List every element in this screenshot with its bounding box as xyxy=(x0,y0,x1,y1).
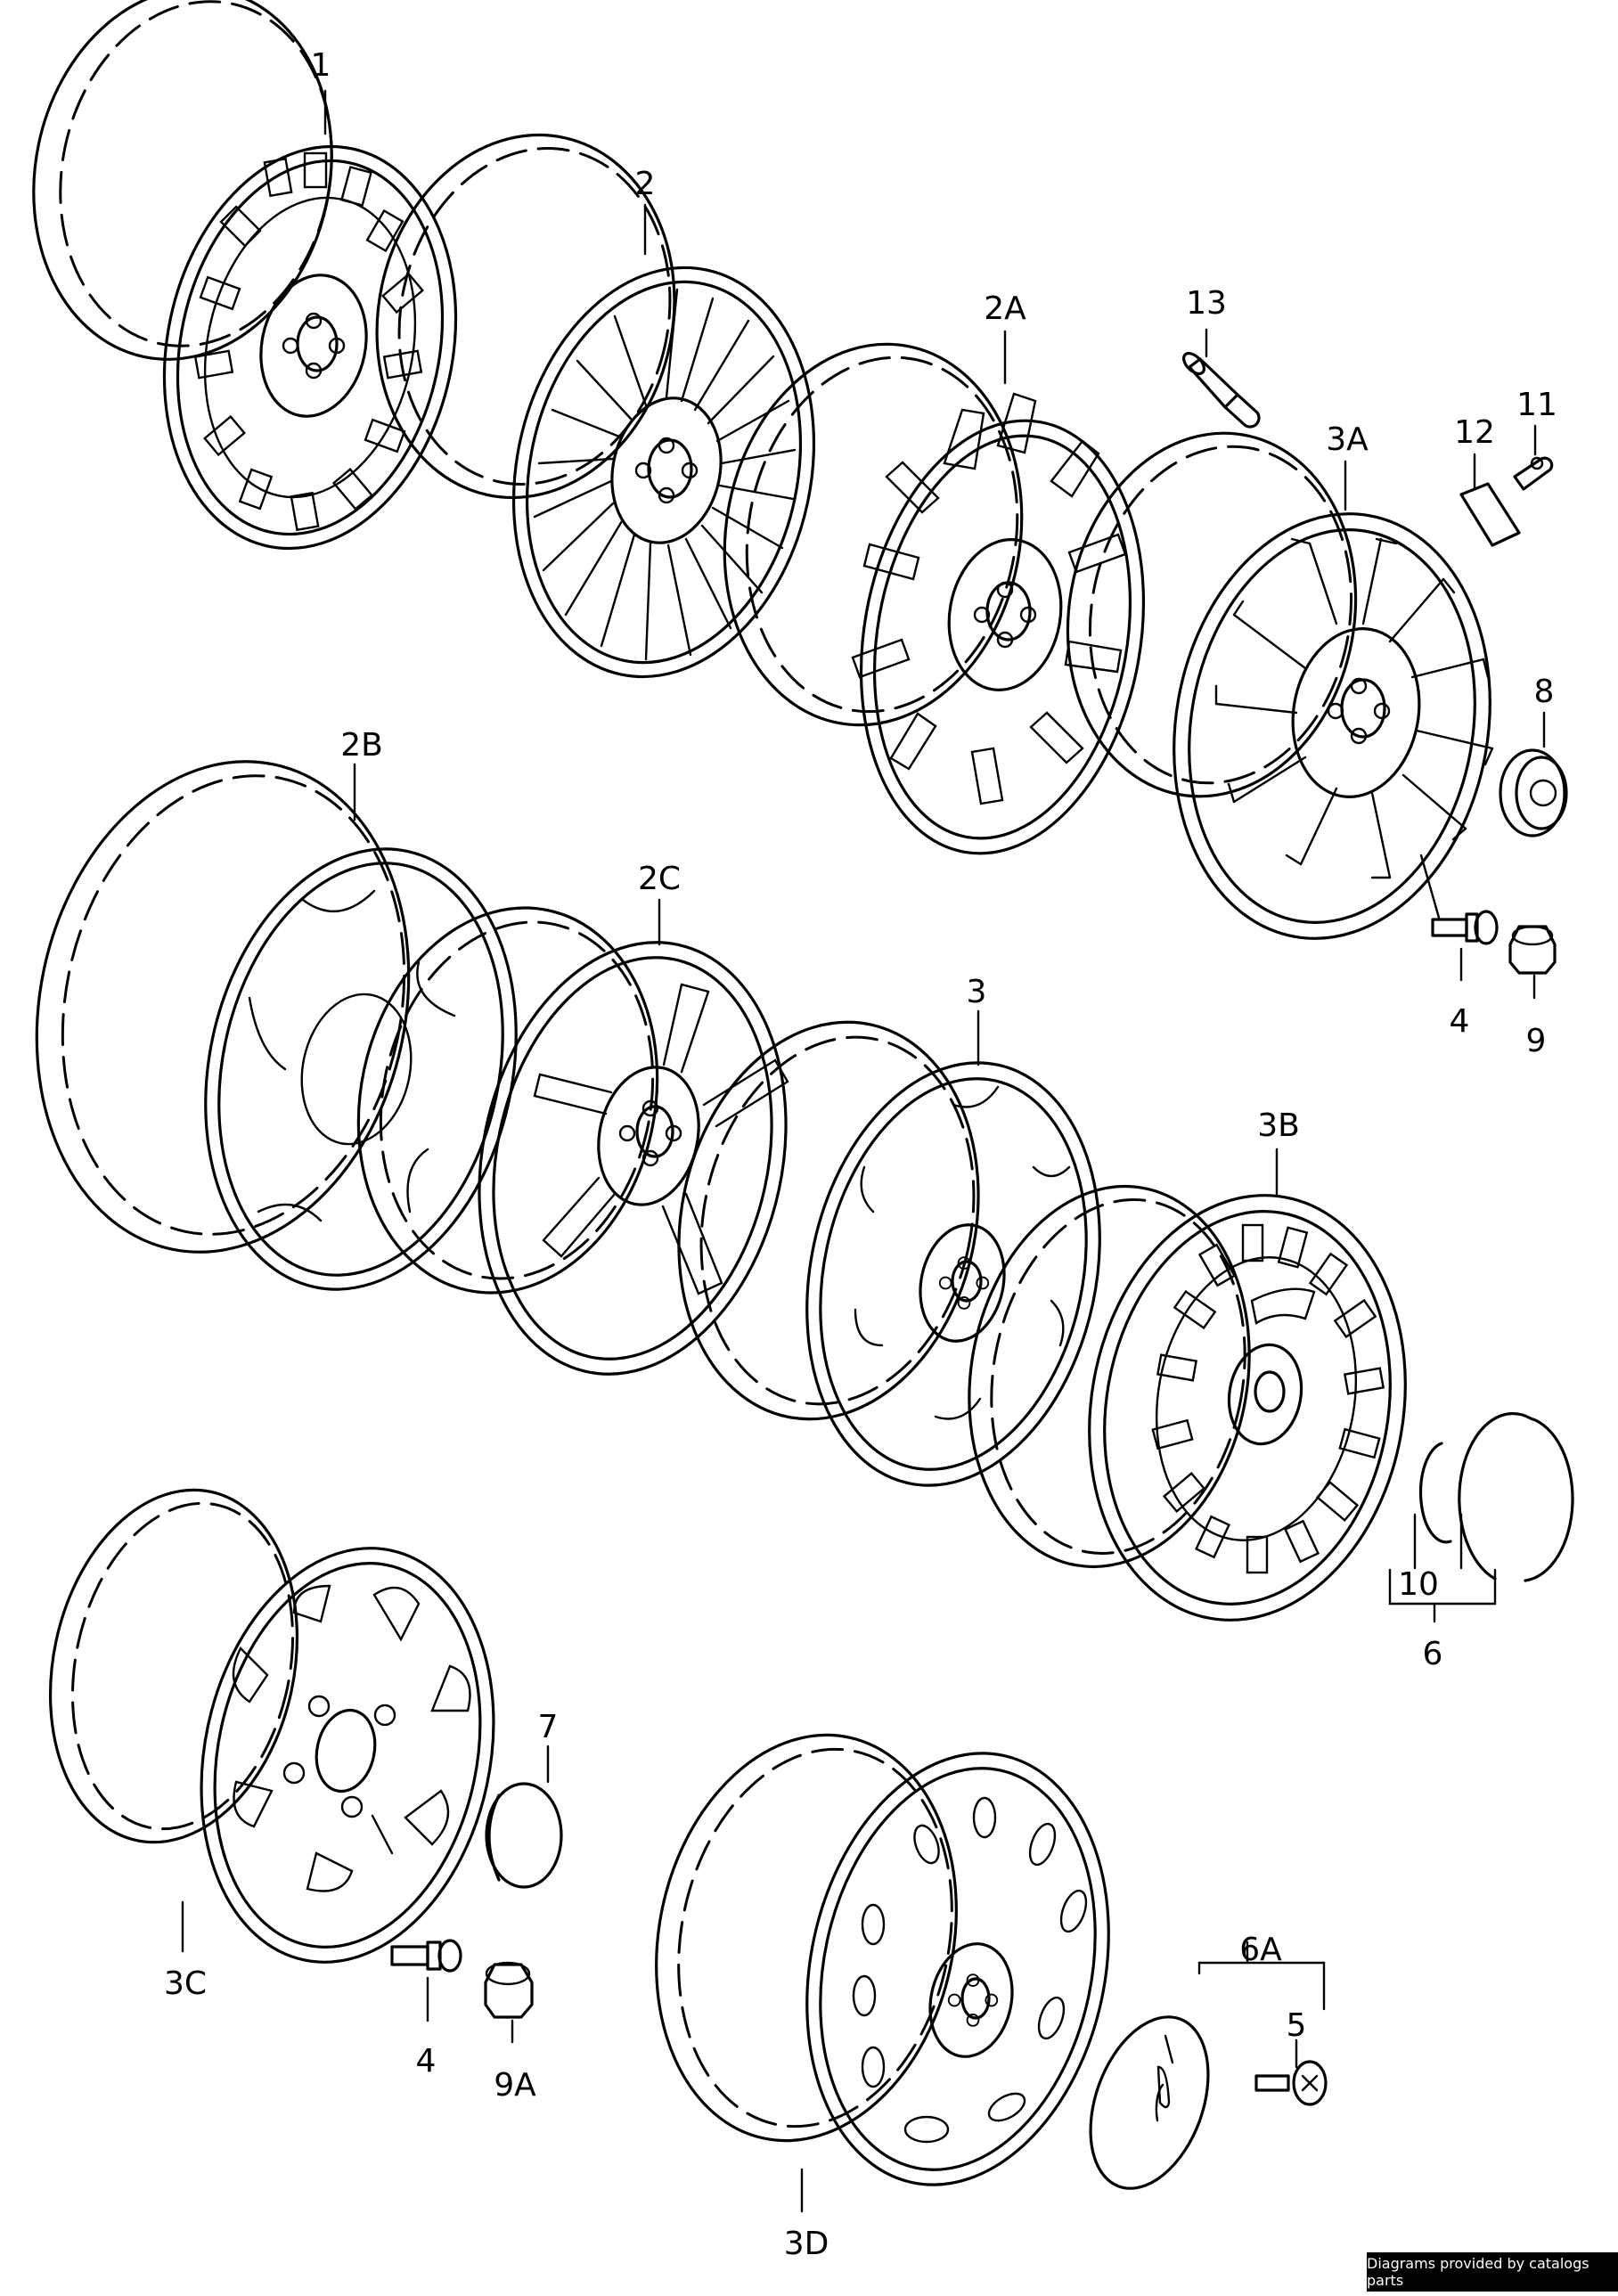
wheel-2C xyxy=(356,898,789,1376)
part-9-nut xyxy=(1508,925,1557,1000)
label-11: 11 xyxy=(1516,387,1557,423)
label-2B: 2B xyxy=(340,727,383,764)
label-3C: 3C xyxy=(164,1965,207,2002)
credit-badge: Diagrams provided by catalogs parts xyxy=(1367,2252,1618,2292)
part-10-ring xyxy=(1413,1442,1452,1570)
part-12-sensor xyxy=(1459,453,1521,547)
label-6A: 6A xyxy=(1239,1932,1282,1968)
label-3: 3 xyxy=(967,974,987,1010)
label-9A: 9A xyxy=(494,2067,536,2104)
wheel-3B xyxy=(968,1148,1407,1622)
label-13: 13 xyxy=(1186,285,1227,322)
label-3D: 3D xyxy=(784,2226,829,2262)
label-5: 5 xyxy=(1287,2007,1307,2044)
wheel-3 xyxy=(677,1009,1101,1487)
label-1: 1 xyxy=(311,47,331,84)
part-6A-cover xyxy=(1089,1941,1326,2190)
label-2C: 2C xyxy=(638,861,681,897)
label-8: 8 xyxy=(1534,674,1555,710)
wheel-3A xyxy=(1066,431,1494,940)
part-4-bolt-upper xyxy=(1431,910,1499,982)
wheel-1 xyxy=(32,0,458,551)
part-13-valve xyxy=(1181,328,1261,429)
label-12: 12 xyxy=(1454,414,1495,451)
wheel-2A xyxy=(723,330,1146,855)
wheel-2B xyxy=(35,760,518,1291)
label-7: 7 xyxy=(538,1709,559,1745)
label-9: 9 xyxy=(1526,1023,1547,1059)
label-10: 10 xyxy=(1398,1566,1439,1603)
wheel-3C xyxy=(48,1488,495,1964)
part-9A-nut xyxy=(484,1961,534,2044)
label-4-upper: 4 xyxy=(1450,1003,1470,1040)
wheel-3D xyxy=(655,1733,1110,2213)
part-5-screw xyxy=(1254,2039,1328,2106)
part-4-bolt-lower xyxy=(390,1939,462,2022)
label-4-lower: 4 xyxy=(416,2043,437,2079)
label-3A: 3A xyxy=(1326,421,1369,458)
part-11-clip xyxy=(1513,424,1554,491)
bracket-6 xyxy=(1388,1568,1497,1606)
bracket-6A xyxy=(1197,1961,1326,2011)
part-6-ring xyxy=(1388,1411,1574,1623)
label-6: 6 xyxy=(1423,1636,1443,1672)
part-8-center-cap xyxy=(1499,711,1568,838)
wheel-2 xyxy=(375,133,816,679)
label-2A: 2A xyxy=(984,290,1026,327)
label-3B: 3B xyxy=(1257,1107,1300,1144)
label-2: 2 xyxy=(635,166,656,202)
part-7-cap xyxy=(485,1744,563,1889)
